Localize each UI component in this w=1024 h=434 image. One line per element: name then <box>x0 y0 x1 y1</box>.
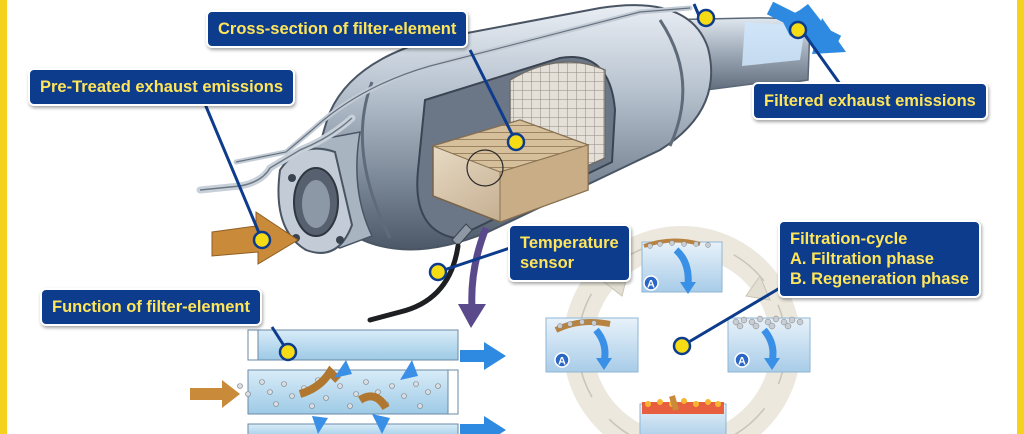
channel-flow-down-2 <box>312 416 328 434</box>
filtration-cycle: A A A <box>545 226 811 434</box>
filter-unit <box>196 4 811 328</box>
channel-flow-down-1 <box>372 414 390 434</box>
callout-dot-icon <box>278 342 298 362</box>
phase-badge-top: A <box>647 279 655 291</box>
leader-cross-section <box>468 49 518 143</box>
pressure-tube-edge <box>199 117 353 191</box>
label-function-element-text: Function of filter-element <box>52 298 250 316</box>
outlet-exhaust-head <box>812 18 846 54</box>
cycle-arrow-icon <box>745 274 771 301</box>
core-flow-arrowhead <box>458 304 486 328</box>
sensor-wire <box>367 243 461 323</box>
label-cross-section-text: Cross-section of filter-element <box>218 20 457 38</box>
callout-dot-icon <box>696 8 716 28</box>
label-cycle-line-2: A. Filtration phase <box>790 250 934 268</box>
label-filtered-text: Filtered exhaust emissions <box>764 92 976 110</box>
callout-dot-icon <box>506 132 526 152</box>
label-temperature-line-1: Temperature <box>520 234 619 252</box>
channel-flow-brown-1 <box>298 365 341 398</box>
cycle-tile-bottom <box>639 395 727 434</box>
label-function-element: Function of filter-element <box>40 288 262 326</box>
channel-flow-brown-2 <box>357 392 390 411</box>
channel-inflow-arrow <box>190 380 240 408</box>
frame-left <box>0 0 7 434</box>
leader-filtered <box>798 27 842 85</box>
label-cross-section: Cross-section of filter-element <box>206 10 469 48</box>
callout-dot-icon <box>428 262 448 282</box>
label-pre-treated: Pre-Treated exhaust emissions <box>28 68 296 106</box>
callout-dot-icon <box>788 20 808 40</box>
frame-right <box>1017 0 1024 434</box>
channel-bottom <box>247 423 459 434</box>
inlet-inner <box>302 180 330 228</box>
label-temperature-line-2: sensor <box>520 254 575 272</box>
label-temperature-sensor: Temperature sensor <box>508 224 631 282</box>
core-detail-circle <box>466 149 504 187</box>
core-side-face <box>499 144 589 223</box>
channel-middle <box>247 369 459 415</box>
phase-badge-icon <box>643 275 659 291</box>
label-pre-treated-text: Pre-Treated exhaust emissions <box>40 78 284 96</box>
leader-cycle <box>681 280 791 348</box>
phase-badge-icon <box>554 352 570 368</box>
channel-flow-up-1 <box>334 360 352 378</box>
core-flow-arrow <box>468 226 490 309</box>
callout-dots <box>252 8 808 362</box>
cycle-tile-top: A <box>641 238 723 294</box>
cycle-tile-left: A <box>545 317 639 373</box>
callout-dot-icon <box>252 230 272 250</box>
phase-badge-left: A <box>558 356 566 368</box>
channel-outflow-arrow-2 <box>460 416 506 434</box>
phase-badge-right: A <box>738 356 746 368</box>
label-cycle-line-3: B. Regeneration phase <box>790 270 969 288</box>
callout-dot-icon <box>672 336 692 356</box>
filter-element-channels <box>190 329 506 434</box>
housing-seam-rear <box>658 19 685 147</box>
channel-outflow-arrow-1 <box>460 342 506 370</box>
channel-flow-up-2 <box>400 360 418 380</box>
label-cycle-line-1: Filtration-cycle <box>790 230 908 248</box>
housing-seam <box>360 81 392 239</box>
label-filtered: Filtered exhaust emissions <box>752 82 988 120</box>
temperature-sensor-probe <box>451 223 473 247</box>
leader-temperature <box>437 244 517 274</box>
cycle-tile-right: A <box>727 315 811 373</box>
phase-badge-icon <box>734 352 750 368</box>
label-filtration-cycle: Filtration-cycle A. Filtration phase B. … <box>778 220 981 298</box>
leader-pre-treated <box>203 103 264 241</box>
pressure-tube-upper-edge <box>235 7 691 163</box>
